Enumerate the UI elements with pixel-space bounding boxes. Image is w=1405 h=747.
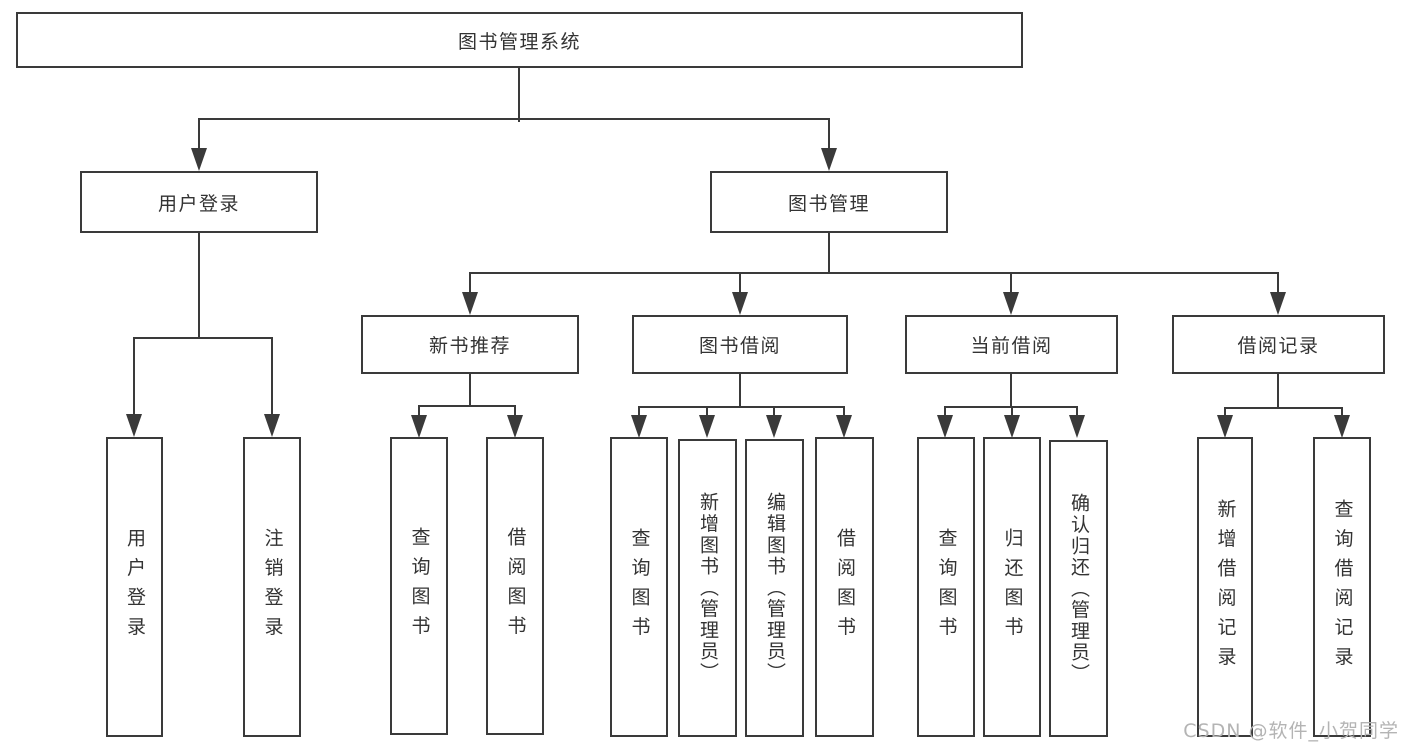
connector-root-rail	[198, 118, 830, 120]
connector-root-drop-left	[198, 118, 200, 152]
leaf-records-add-record: 新增借阅记录	[1197, 437, 1253, 737]
connector-userlogin-drop-1	[133, 337, 135, 417]
leaf-borrow-query-books: 查询图书	[610, 437, 668, 737]
arrow-down-icon-borrow-3	[766, 415, 782, 438]
leaf-records-query-record-label: 查询借阅记录	[1331, 498, 1354, 676]
arrow-down-icon-records-1	[1217, 415, 1233, 438]
connector-bookmgmt-drop-2	[739, 272, 741, 294]
connector-newbook-rail	[418, 405, 516, 407]
leaf-current-query-books: 查询图书	[917, 437, 975, 737]
node-user-login: 用户登录	[80, 171, 318, 233]
leaf-logout: 注销登录	[243, 437, 301, 737]
leaf-borrow-edit-books-admin-label: 编辑图书（管理员）	[764, 492, 786, 684]
connector-current-stem	[1010, 374, 1012, 408]
node-book-management-label: 图书管理	[787, 192, 870, 215]
leaf-user-login-label: 用户登录	[124, 528, 146, 646]
node-root: 图书管理系统	[16, 12, 1023, 68]
node-borrow-records: 借阅记录	[1172, 315, 1385, 374]
connector-userlogin-drop-2	[271, 337, 273, 417]
arrow-down-icon-root-right	[821, 148, 837, 171]
node-user-login-label: 用户登录	[157, 192, 240, 215]
connector-newbook-drop-1	[418, 405, 420, 417]
node-book-borrow-label: 图书借阅	[698, 335, 781, 357]
connector-bookmgmt-rail	[469, 272, 1279, 274]
connector-newbook-stem	[469, 374, 471, 407]
connector-borrow-rail	[638, 406, 845, 408]
connector-current-drop-3	[1076, 406, 1078, 417]
arrow-down-icon-current-2	[1004, 415, 1020, 438]
connector-borrow-drop-4	[843, 406, 845, 417]
connector-borrow-drop-3	[773, 406, 775, 417]
node-new-book-recommend: 新书推荐	[361, 315, 579, 374]
arrow-down-icon-bookmgmt-3	[1003, 292, 1019, 315]
connector-root-stem	[518, 68, 520, 122]
leaf-current-return-books: 归还图书	[983, 437, 1041, 737]
arrow-down-icon-bookmgmt-2	[732, 292, 748, 315]
arrow-down-icon-records-2	[1334, 415, 1350, 438]
leaf-borrow-add-books-admin: 新增图书（管理员）	[678, 439, 737, 737]
arrow-down-icon-root-left	[191, 148, 207, 171]
leaf-newbook-query-books: 查询图书	[390, 437, 448, 735]
leaf-current-return-books-label: 归还图书	[1001, 528, 1024, 646]
arrow-down-icon-borrow-4	[836, 415, 852, 438]
node-current-borrow-label: 当前借阅	[970, 335, 1053, 357]
leaf-records-query-record: 查询借阅记录	[1313, 437, 1371, 737]
connector-current-drop-2	[1011, 406, 1013, 417]
leaf-records-add-record-label: 新增借阅记录	[1214, 498, 1237, 676]
connector-records-drop-1	[1224, 407, 1226, 417]
arrow-down-icon-current-3	[1069, 415, 1085, 438]
leaf-borrow-query-books-label: 查询图书	[628, 528, 651, 646]
leaf-newbook-query-books-label: 查询图书	[408, 527, 431, 645]
connector-records-drop-2	[1341, 407, 1343, 417]
node-book-management: 图书管理	[710, 171, 948, 233]
leaf-logout-label: 注销登录	[261, 528, 284, 646]
connector-current-rail	[944, 406, 1077, 408]
connector-borrow-stem	[739, 374, 741, 408]
connector-bookmgmt-drop-3	[1010, 272, 1012, 294]
connector-records-rail	[1224, 407, 1343, 409]
arrow-down-icon-userlogin-1	[126, 414, 142, 437]
node-new-book-recommend-label: 新书推荐	[428, 335, 511, 357]
node-current-borrow: 当前借阅	[905, 315, 1118, 374]
watermark: CSDN @软件_小贺同学	[1183, 720, 1399, 742]
leaf-borrow-add-books-admin-label: 新增图书（管理员）	[697, 492, 719, 684]
arrow-down-icon-borrow-1	[631, 415, 647, 438]
leaf-borrow-borrow-books: 借阅图书	[815, 437, 874, 737]
arrow-down-icon-bookmgmt-1	[462, 292, 478, 315]
arrow-down-icon-newbook-2	[507, 415, 523, 438]
node-book-borrow: 图书借阅	[632, 315, 848, 374]
leaf-user-login: 用户登录	[106, 437, 163, 737]
connector-userlogin-stem	[198, 233, 200, 339]
connector-current-drop-1	[944, 406, 946, 417]
connector-bookmgmt-stem	[828, 233, 830, 274]
connector-userlogin-rail	[133, 337, 273, 339]
connector-root-drop-right	[828, 118, 830, 152]
leaf-newbook-borrow-books: 借阅图书	[486, 437, 544, 735]
leaf-current-query-books-label: 查询图书	[935, 528, 958, 646]
arrow-down-icon-newbook-1	[411, 415, 427, 438]
leaf-current-confirm-return-admin: 确认归还（管理员）	[1049, 440, 1108, 737]
leaf-borrow-edit-books-admin: 编辑图书（管理员）	[745, 439, 804, 737]
arrow-down-icon-bookmgmt-4	[1270, 292, 1286, 315]
arrow-down-icon-userlogin-2	[264, 414, 280, 437]
leaf-borrow-borrow-books-label: 借阅图书	[834, 528, 856, 646]
arrow-down-icon-current-1	[937, 415, 953, 438]
connector-borrow-drop-1	[638, 406, 640, 417]
arrow-down-icon-borrow-2	[699, 415, 715, 438]
connector-records-stem	[1277, 374, 1279, 409]
connector-bookmgmt-drop-4	[1277, 272, 1279, 294]
leaf-newbook-borrow-books-label: 借阅图书	[504, 527, 527, 645]
connector-newbook-drop-2	[514, 405, 516, 417]
leaf-current-confirm-return-admin-label: 确认归还（管理员）	[1068, 492, 1090, 685]
connector-borrow-drop-2	[706, 406, 708, 417]
node-root-label: 图书管理系统	[457, 30, 581, 53]
node-borrow-records-label: 借阅记录	[1237, 335, 1320, 357]
connector-bookmgmt-drop-1	[469, 272, 471, 294]
